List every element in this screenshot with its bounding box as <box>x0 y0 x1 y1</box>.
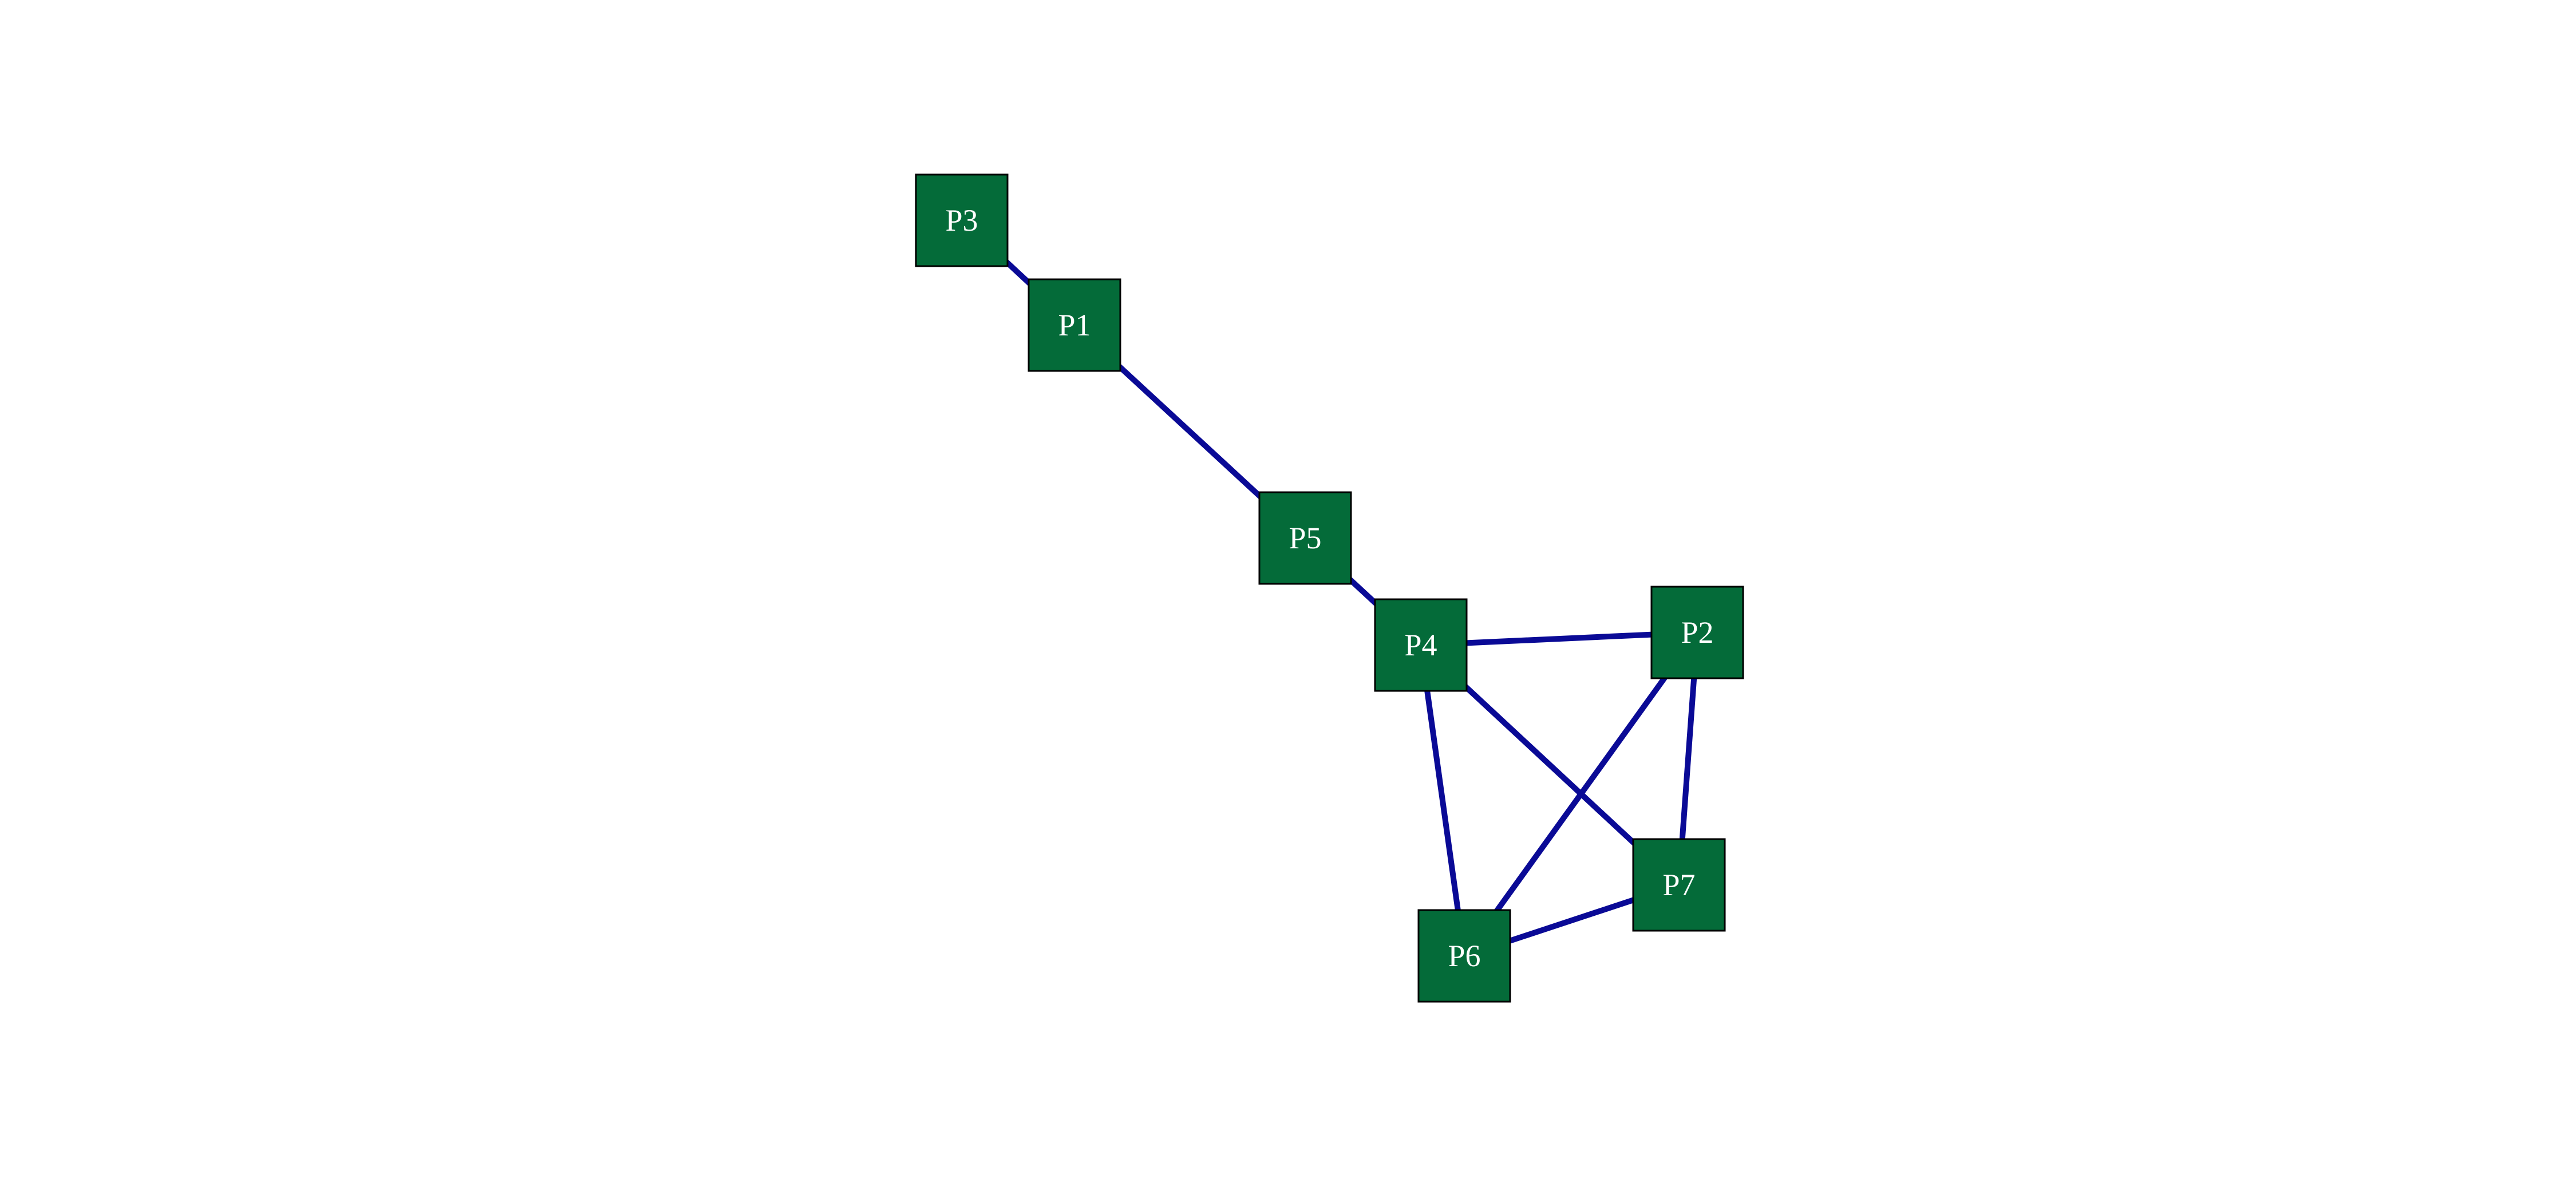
node-label: P4 <box>1404 628 1437 662</box>
node-box <box>915 173 1009 267</box>
node-p3[interactable]: P3 <box>915 173 1009 267</box>
edge-p4-p6 <box>1418 645 1467 956</box>
node-box <box>1374 598 1468 692</box>
node-p1[interactable]: P1 <box>1028 278 1121 372</box>
node-label: P5 <box>1289 521 1321 555</box>
node-label: P1 <box>1058 308 1091 342</box>
node-box <box>1258 491 1352 585</box>
node-box <box>1632 838 1726 932</box>
edge-p2-p6 <box>1461 631 1700 958</box>
node-label: P6 <box>1448 939 1480 973</box>
node-p4[interactable]: P4 <box>1374 598 1468 692</box>
node-box <box>1028 278 1121 372</box>
node-label: P2 <box>1681 615 1713 650</box>
node-label: P3 <box>945 203 978 238</box>
node-label: P7 <box>1662 868 1695 902</box>
node-p5[interactable]: P5 <box>1258 491 1352 585</box>
node-p7[interactable]: P7 <box>1632 838 1726 932</box>
node-p6[interactable]: P6 <box>1417 909 1511 1003</box>
node-p2[interactable]: P2 <box>1650 586 1744 679</box>
node-box <box>1650 586 1744 679</box>
node-box <box>1417 909 1511 1003</box>
